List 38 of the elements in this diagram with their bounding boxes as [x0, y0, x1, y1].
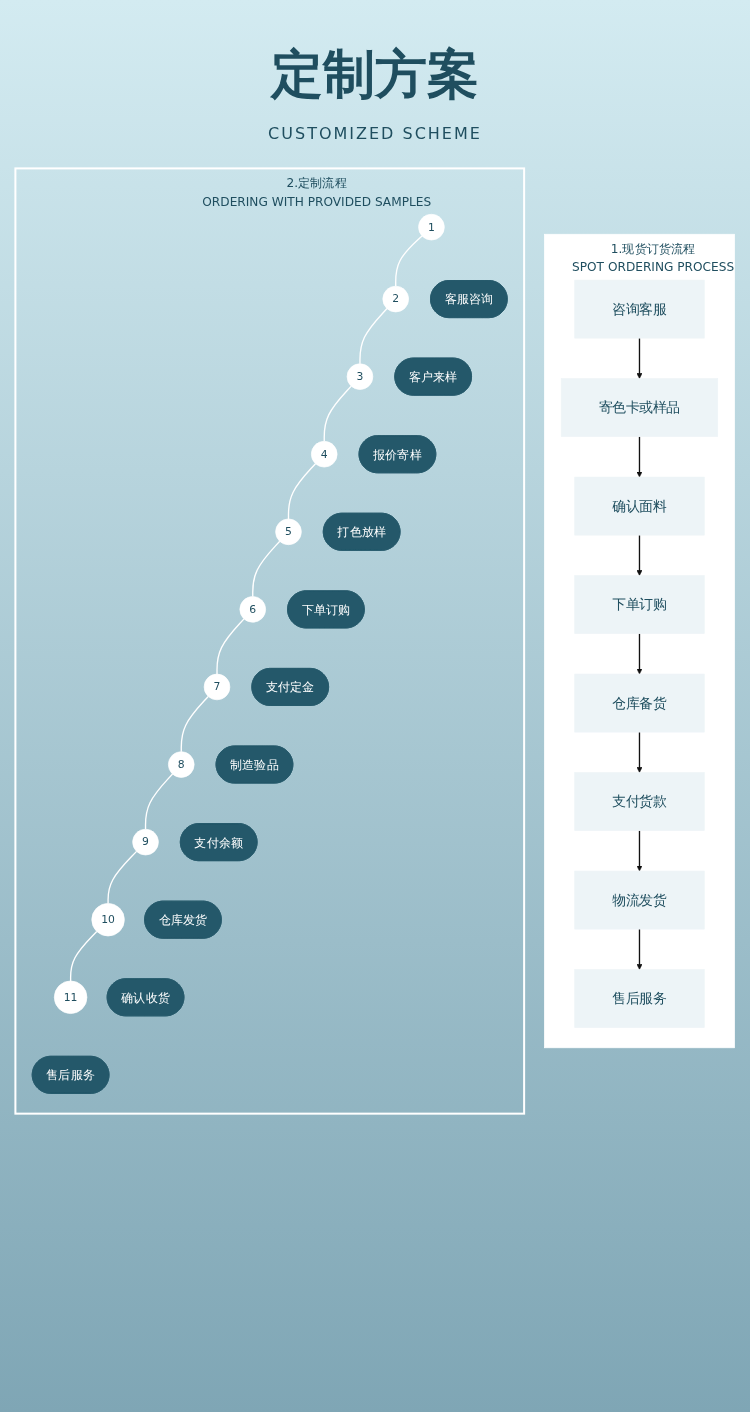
node-circle: 5 [275, 518, 302, 545]
connector [107, 850, 138, 905]
connector [323, 385, 352, 442]
connector [287, 463, 317, 520]
node-circle: 7 [203, 673, 231, 701]
node-circle: 10 [91, 903, 125, 937]
node-circle: 4 [311, 441, 338, 468]
node-circle: 3 [346, 363, 374, 390]
connector [69, 930, 98, 982]
node-box: 仓库备货 [574, 673, 705, 733]
arrow [636, 632, 643, 675]
arrow [636, 337, 643, 379]
connector [216, 618, 245, 675]
connector [144, 773, 174, 830]
node-circle: 11 [53, 980, 88, 1014]
node-box: 寄色卡或样品 [560, 378, 719, 437]
node-box: 确认面料 [574, 476, 705, 536]
connector [180, 695, 209, 753]
node-circle: 8 [168, 751, 195, 778]
node-box: 支付货款 [574, 772, 705, 831]
page-title: 定制方案 [271, 43, 479, 106]
node-box: 咨询客服 [574, 279, 705, 339]
node-circle: 9 [132, 828, 159, 856]
arrow [636, 435, 643, 478]
node-box: 售后服务 [574, 969, 705, 1028]
arrow [636, 731, 643, 773]
arrow [636, 829, 643, 872]
connector [395, 235, 423, 287]
arrow [636, 928, 643, 970]
connector [359, 307, 388, 365]
subtitle: CUSTOMIZED SCHEME [268, 124, 482, 143]
node-circle: 6 [239, 596, 266, 623]
arrow [636, 534, 643, 576]
connector [252, 540, 281, 598]
node-circle: 2 [382, 285, 409, 313]
node-box: 下单订购 [574, 575, 705, 634]
node-box: 物流发货 [574, 870, 705, 930]
node-circle: 1 [418, 213, 445, 241]
